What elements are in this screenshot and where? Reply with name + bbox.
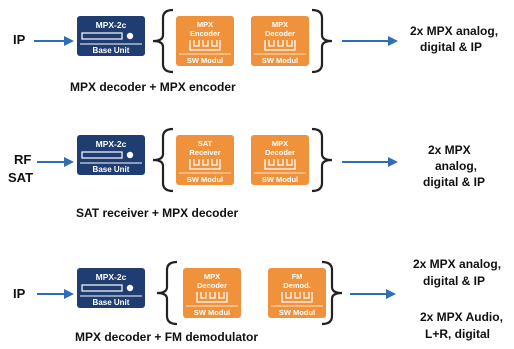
row2-caption: SAT receiver + MPX decoder bbox=[76, 206, 239, 220]
row2-input-arrow-head bbox=[64, 157, 74, 167]
row2-base-unit-box bbox=[77, 135, 145, 175]
row1-base-unit-model: MPX-2c bbox=[96, 20, 127, 30]
row2-base-unit-led bbox=[126, 151, 134, 159]
row3-module-2-box bbox=[268, 268, 326, 318]
row1-base-unit-label: Base Unit bbox=[93, 46, 130, 55]
row1-base-unit-led bbox=[126, 32, 134, 40]
row2-module-2-label: SW Modul bbox=[262, 175, 298, 184]
row1-module-1-title2: Encoder bbox=[190, 29, 220, 38]
row3-module-2-title2: Demod. bbox=[283, 281, 311, 290]
row2-brace-right bbox=[311, 127, 333, 193]
row2-module-1-title2: Receiver bbox=[189, 148, 220, 157]
row3-extra-output-line1: 2x MPX Audio, bbox=[420, 310, 503, 324]
row2-base-unit-label: Base Unit bbox=[93, 165, 130, 174]
row1-module-1-title1: MPX bbox=[197, 20, 213, 29]
row3-brace-right bbox=[321, 260, 343, 326]
row2-output-line1: 2x MPX bbox=[428, 143, 471, 157]
row1-module-2-icon-slot bbox=[286, 40, 293, 47]
row2-base-unit-model: MPX-2c bbox=[96, 139, 127, 149]
row3-base-unit-led bbox=[126, 284, 134, 292]
row3-module-1-icon-slot bbox=[209, 292, 216, 299]
row2-module-2-box bbox=[251, 135, 309, 185]
row2-module-2-title1: MPX bbox=[272, 139, 288, 148]
row1-module-1-box bbox=[176, 16, 234, 66]
row3-module-2-title1: FM bbox=[292, 272, 303, 281]
row3-module-1-title2: Decoder bbox=[197, 281, 227, 290]
row3-extra-output-line2: L+R, digital bbox=[425, 327, 491, 341]
row3-module-1-title1: MPX bbox=[204, 272, 220, 281]
row1-module-2-title2: Decoder bbox=[265, 29, 295, 38]
row1-base-unit-slot bbox=[81, 32, 123, 40]
row1-brace-right bbox=[311, 8, 333, 74]
row3-base-unit-model: MPX-2c bbox=[96, 272, 127, 282]
row3-module-2-icon-slot bbox=[303, 292, 310, 299]
row1-module-2-box bbox=[251, 16, 309, 66]
row3-brace-left bbox=[156, 260, 178, 326]
row1-module-1-icon-frame bbox=[189, 40, 221, 51]
row1-module-1-label: SW Modul bbox=[187, 56, 223, 65]
row2-output-arrow-head bbox=[388, 157, 398, 167]
row1-input-ip: IP bbox=[13, 32, 26, 47]
row1-module-2-title1: MPX bbox=[272, 20, 288, 29]
row1-base-unit-box bbox=[77, 16, 145, 56]
row2-module-2-icon-slot bbox=[277, 159, 284, 166]
row3-module-1-icon-slot bbox=[200, 292, 207, 299]
row2-module-2-title2: Decoder bbox=[265, 148, 295, 157]
row3-output-line2: digital & IP bbox=[423, 274, 486, 288]
row2-module-1-icon-slot bbox=[193, 159, 200, 166]
row1-module-2-icon-slot bbox=[277, 40, 284, 47]
row2-module-2-icon-slot bbox=[268, 159, 275, 166]
row3-module-1-box bbox=[183, 268, 241, 318]
row3-base-unit-slot bbox=[81, 284, 123, 292]
row2-module-2-icon-frame bbox=[264, 159, 296, 170]
row2-input-rf: RF bbox=[14, 152, 32, 167]
row1-output-arrow-head bbox=[388, 36, 398, 46]
row3-base-unit-label: Base Unit bbox=[93, 298, 130, 307]
row2-module-1-icon-slot bbox=[202, 159, 209, 166]
row3-input-arrow-head bbox=[64, 289, 74, 299]
row1-output-line2: digital & IP bbox=[420, 40, 483, 54]
row3-module-2-icon-slot bbox=[285, 292, 292, 299]
row3-module-1-icon-frame bbox=[196, 292, 228, 303]
row3-module-2-icon-slot bbox=[294, 292, 301, 299]
row2-module-1-label: SW Modul bbox=[187, 175, 223, 184]
row2-input-sat: SAT bbox=[8, 170, 34, 185]
row3-base-unit-box bbox=[77, 268, 145, 308]
row1-module-1-icon-slot bbox=[211, 40, 218, 47]
row3-module-2-icon-frame bbox=[281, 292, 313, 303]
row2-module-2-icon-slot bbox=[286, 159, 293, 166]
row3-caption: MPX decoder + FM demodulator bbox=[75, 330, 259, 344]
row3-output-arrow-head bbox=[386, 289, 396, 299]
row3-module-1-label: SW Modul bbox=[194, 308, 230, 317]
row1-output-line1: 2x MPX analog, bbox=[410, 24, 499, 38]
row1-module-2-icon-frame bbox=[264, 40, 296, 51]
row3-input-ip: IP bbox=[13, 286, 26, 301]
row2-module-1-box bbox=[176, 135, 234, 185]
row2-base-unit-slot bbox=[81, 151, 123, 159]
row1-module-1-icon-slot bbox=[193, 40, 200, 47]
row2-module-1-icon-frame bbox=[189, 159, 221, 170]
row2-output-line2: analog, bbox=[435, 159, 478, 173]
row3-module-1-icon-slot bbox=[218, 292, 225, 299]
row1-brace-left bbox=[152, 8, 174, 74]
row2-module-1-title1: SAT bbox=[198, 139, 213, 148]
row1-input-arrow-head bbox=[64, 36, 74, 46]
row1-module-2-icon-slot bbox=[268, 40, 275, 47]
row3-output-line1: 2x MPX analog, bbox=[413, 257, 502, 271]
row2-brace-left bbox=[152, 127, 174, 193]
row2-output-line3: digital & IP bbox=[423, 175, 486, 189]
row2-module-1-icon-slot bbox=[211, 159, 218, 166]
row1-caption: MPX decoder + MPX encoder bbox=[70, 80, 236, 94]
row1-module-1-icon-slot bbox=[202, 40, 209, 47]
row3-module-2-label: SW Modul bbox=[279, 308, 315, 317]
row1-module-2-label: SW Modul bbox=[262, 56, 298, 65]
